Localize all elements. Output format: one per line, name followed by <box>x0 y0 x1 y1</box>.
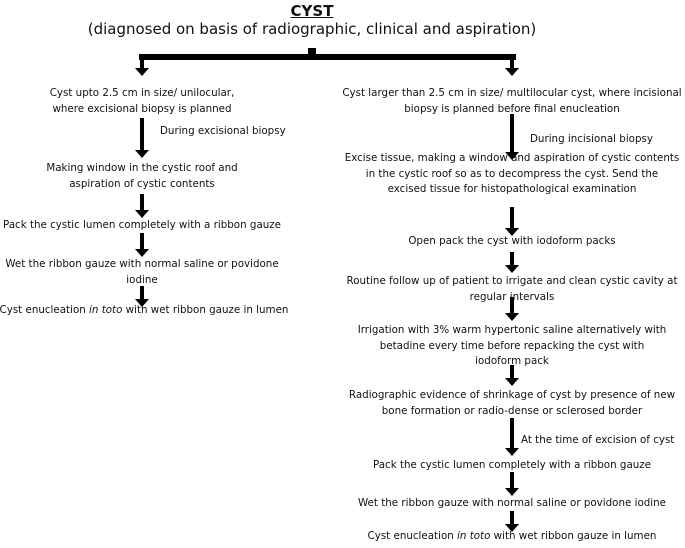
arrow-down <box>505 418 519 456</box>
left-final: Cyst enucleation in toto with wet ribbon… <box>0 304 289 316</box>
arrow-down <box>135 118 149 158</box>
right-step: Wet the ribbon gauze with normal saline … <box>357 497 667 509</box>
arrow-down <box>505 114 519 160</box>
diagram-title: CYST <box>290 2 334 20</box>
arrow-down <box>505 472 519 496</box>
arrow-down <box>505 252 519 273</box>
arrow-left-branch <box>135 55 149 76</box>
arrow-down <box>505 297 519 321</box>
arrow-down <box>505 207 519 236</box>
right-step: Routine follow up of patient to irrigate… <box>346 275 678 303</box>
arrow-down <box>135 286 149 307</box>
bracket-stem <box>308 48 316 56</box>
arrow-label-excision: At the time of excision of cyst <box>521 434 675 446</box>
arrow-down <box>135 233 149 257</box>
left-step: Pack the cystic lumen completely with a … <box>2 219 282 231</box>
arrow-down <box>135 194 149 218</box>
right-step: Open pack the cyst with iodoform packs <box>408 235 616 247</box>
right-step: Radiographic evidence of shrinkage of cy… <box>348 389 676 417</box>
right-final: Cyst enucleation in toto with wet ribbon… <box>367 530 657 542</box>
arrow-down <box>505 511 519 532</box>
diagram-subtitle: (diagnosed on basis of radiographic, cli… <box>87 20 537 38</box>
arrow-label-excisional: During excisional biopsy <box>160 125 286 137</box>
right-step: Irrigation with 3% warm hypertonic salin… <box>357 324 667 367</box>
right-condition: Cyst larger than 2.5 cm in size/ multilo… <box>342 87 682 115</box>
arrow-label-incisional: During incisional biopsy <box>530 133 653 145</box>
left-step: Wet the ribbon gauze with normal saline … <box>5 258 279 286</box>
right-step: Pack the cystic lumen completely with a … <box>372 459 652 471</box>
right-step: Excise tissue, making a window and aspir… <box>344 152 680 195</box>
arrow-down <box>505 365 519 386</box>
bracket-bar <box>139 54 516 60</box>
arrow-right-branch <box>505 55 519 76</box>
left-condition: Cyst upto 2.5 cm in size/ unilocular,whe… <box>49 87 235 115</box>
